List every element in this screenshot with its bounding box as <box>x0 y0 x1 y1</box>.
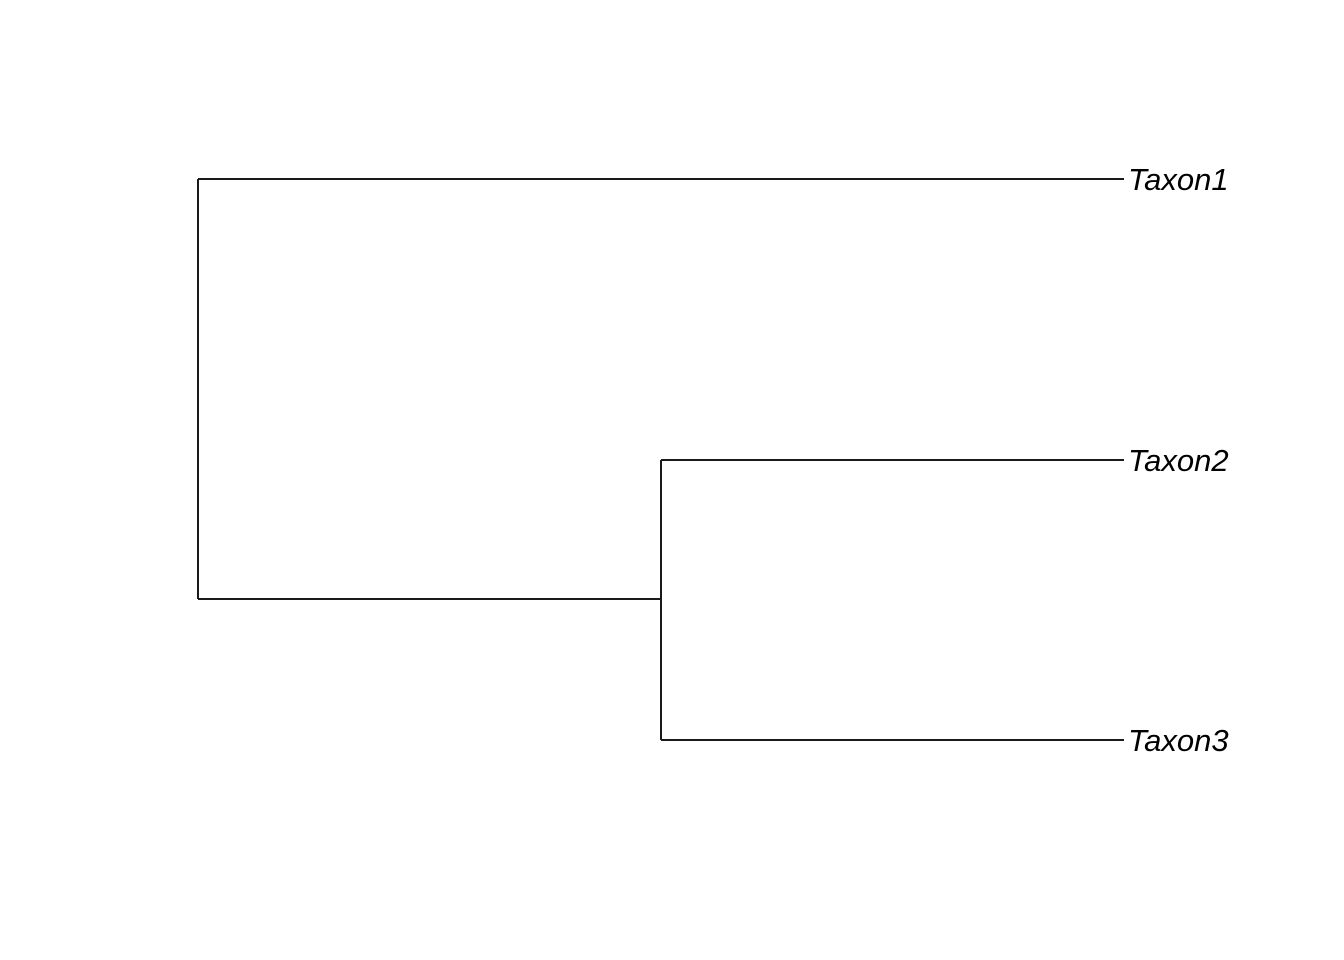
tip-label-taxon2: Taxon2 <box>1128 443 1229 478</box>
tip-label-taxon1: Taxon1 <box>1128 162 1229 197</box>
tip-label-taxon3: Taxon3 <box>1128 723 1229 758</box>
